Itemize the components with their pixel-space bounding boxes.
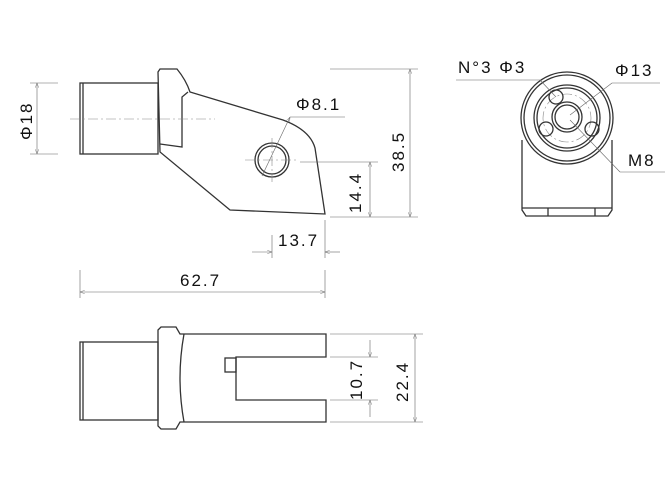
dim-bolt-circle: Φ13 bbox=[615, 61, 653, 80]
dim-thread: M8 bbox=[628, 151, 656, 170]
dim-hole-height: 14.4 bbox=[346, 172, 365, 213]
dim-total-length: 62.7 bbox=[180, 271, 221, 290]
dim-total-height: 38.5 bbox=[389, 131, 408, 172]
dim-hole-offset: 13.7 bbox=[278, 231, 319, 250]
dim-shaft-diameter: Φ18 bbox=[17, 102, 36, 140]
body-outline bbox=[157, 68, 326, 215]
dim-hole-diameter: Φ8.1 bbox=[296, 95, 341, 114]
side-view: Φ18 Φ8.1 14.4 13.7 38.5 62.7 bbox=[17, 68, 418, 298]
shaft bbox=[79, 82, 159, 155]
top-view: 10.7 22.4 bbox=[79, 326, 423, 430]
dim-holes: N°3 Φ3 bbox=[458, 58, 526, 77]
front-view: N°3 Φ3 Φ13 M8 bbox=[456, 58, 665, 217]
dim-slot-width: 10.7 bbox=[347, 359, 366, 400]
dim-total-width: 22.4 bbox=[393, 361, 412, 402]
